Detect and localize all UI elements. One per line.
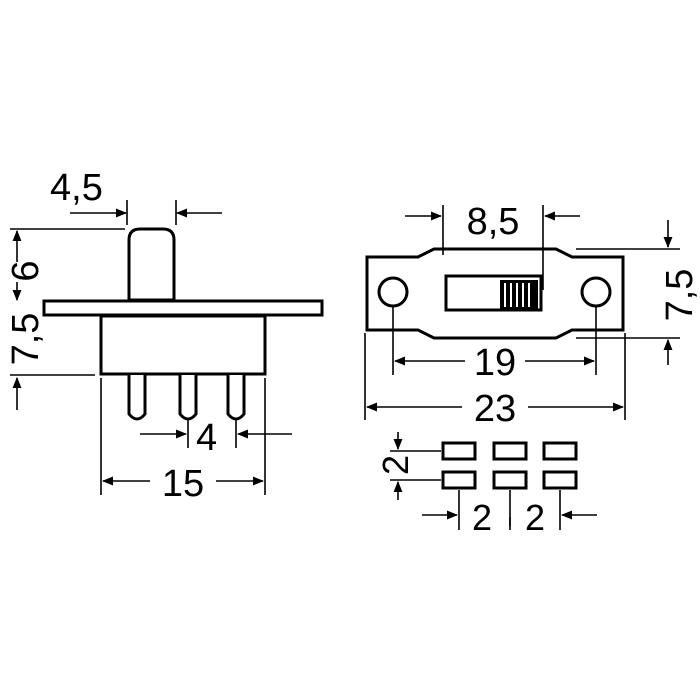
mounting-hole-right — [580, 276, 612, 308]
label-slot-width: 8,5 — [467, 201, 520, 243]
lever — [127, 227, 176, 302]
side-view: 4,5 6 7,5 4 15 — [5, 167, 324, 505]
dim-plate-width: 23 — [364, 333, 626, 430]
mounting-hole-left — [377, 276, 409, 308]
top-view: 8,5 7,5 19 23 — [364, 201, 700, 430]
dim-slot-width: 8,5 — [405, 201, 580, 290]
label-hole-spacing: 19 — [474, 342, 516, 384]
pin-3 — [226, 375, 246, 421]
pin-1 — [127, 375, 147, 421]
dim-hole-spacing: 19 — [392, 306, 597, 384]
pad-top-2 — [492, 441, 528, 461]
label-plate-width: 23 — [474, 388, 516, 430]
dim-plate-height: 7,5 — [576, 220, 700, 365]
label-pad-pitch-2: 2 — [525, 497, 545, 538]
label-pad-height: 2 — [375, 455, 416, 475]
pad-bottom-2 — [492, 470, 528, 490]
dim-body-width: 15 — [100, 378, 266, 505]
label-plate-height: 7,5 — [659, 269, 700, 322]
pin-2 — [178, 375, 198, 421]
dim-pin-pitch: 4 — [140, 417, 292, 459]
pcb-footprint: 2 2 2 — [375, 432, 597, 538]
switch-body — [99, 314, 267, 376]
dim-pad-height: 2 — [375, 432, 441, 500]
pad-bottom-3 — [542, 470, 578, 490]
label-lever-width: 4,5 — [50, 167, 103, 209]
pad-bottom-1 — [441, 470, 477, 490]
slider-knob — [500, 280, 538, 310]
dim-pad-pitch: 2 2 — [422, 490, 597, 538]
label-body-width: 15 — [162, 463, 204, 505]
dim-lever-width: 4,5 — [50, 167, 222, 225]
label-lever-height: 6 — [5, 260, 47, 281]
pad-top-3 — [542, 441, 578, 461]
label-pad-pitch-1: 2 — [472, 497, 492, 538]
label-body-height: 7,5 — [5, 313, 47, 366]
label-pin-pitch: 4 — [196, 417, 217, 459]
mounting-plate — [42, 299, 324, 317]
dim-left-vertical: 6 7,5 — [5, 228, 125, 410]
pad-top-1 — [441, 441, 477, 461]
